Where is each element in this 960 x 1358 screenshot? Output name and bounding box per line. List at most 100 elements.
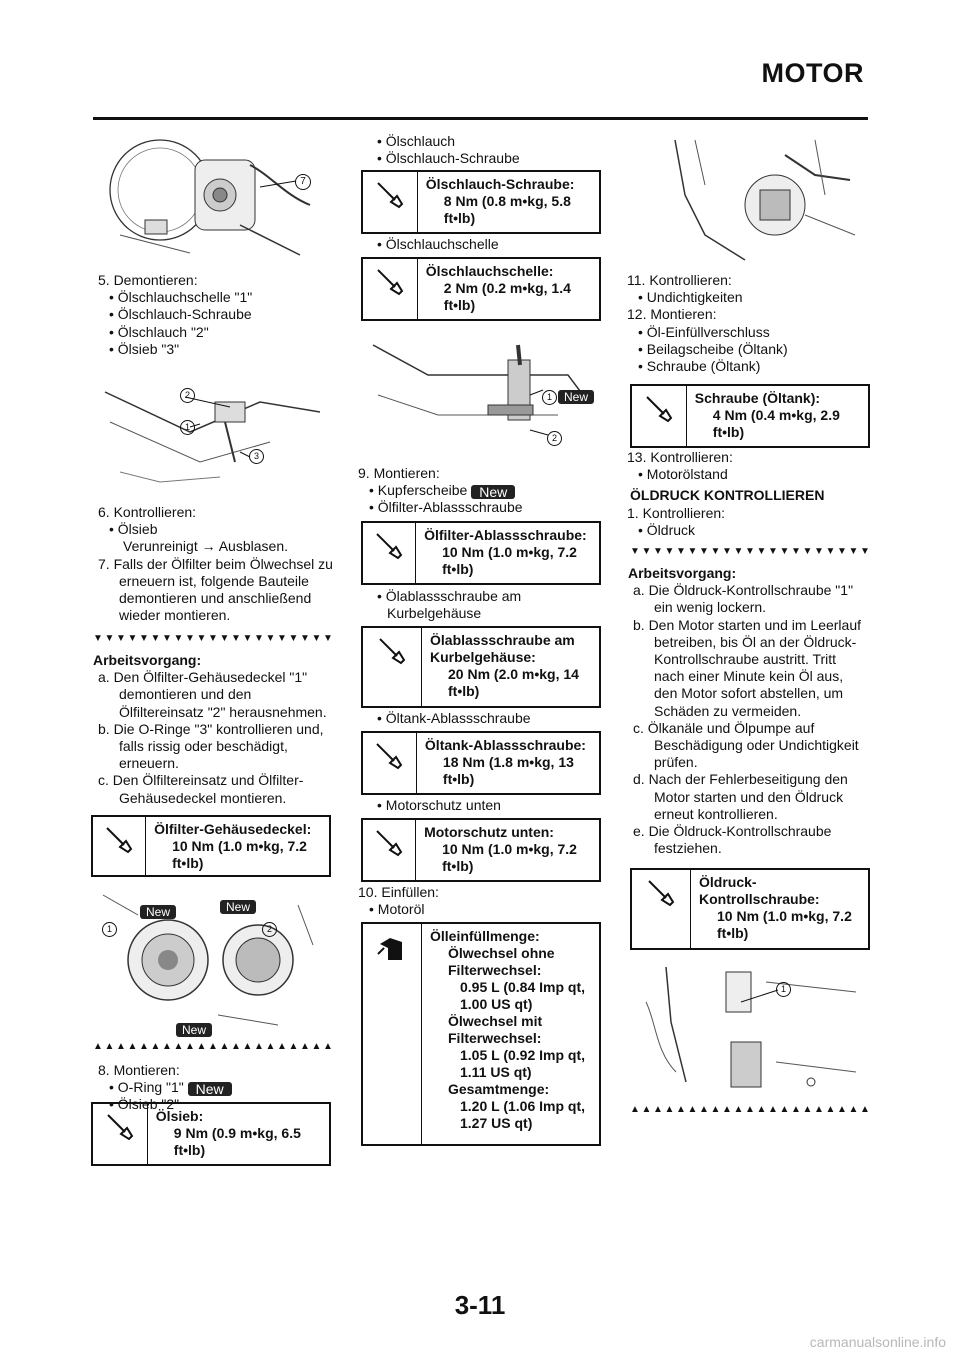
oil-strainer-figure bbox=[100, 372, 325, 492]
new-badge: New bbox=[187, 1081, 232, 1096]
new-badge: New bbox=[140, 903, 177, 921]
header-rule bbox=[93, 117, 868, 120]
torque-spec-box: Ölsieb:9 Nm (0.9 m•kg, 6.5 ft•lb) bbox=[91, 1102, 331, 1166]
list-item: • Ölschlauch bbox=[377, 133, 456, 149]
step-9: 9. Montieren: bbox=[358, 465, 440, 481]
list-item: • Ölschlauch-Schraube bbox=[377, 150, 520, 167]
col1-text-c: 8. Montieren: • O-Ring "1" New • Ölsieb … bbox=[93, 1062, 333, 1114]
callout-1: 1 bbox=[102, 922, 117, 937]
list-item: • Ölfilter-Ablassschraube bbox=[369, 499, 523, 516]
new-badge: New bbox=[220, 898, 257, 916]
list-item: • Ölsieb "3" bbox=[109, 340, 180, 357]
new-badge: New bbox=[558, 388, 595, 406]
list-item: • Ölschlauchschelle bbox=[377, 236, 499, 252]
section-heading: ÖLDRUCK KONTROLLIEREN bbox=[630, 487, 825, 504]
torque-wrench-icon bbox=[632, 386, 687, 446]
procedure-step: a. Die Öldruck-Kontrollschraube "1" ein … bbox=[633, 582, 854, 616]
step-6-note: Verunreinigt → Ausblasen. bbox=[123, 538, 288, 555]
callout-1: 1 bbox=[542, 390, 557, 405]
oil-filter-figure bbox=[98, 885, 323, 1035]
col2-text-a: • Ölschlauch • Ölschlauch-Schraube bbox=[361, 133, 601, 167]
list-item: • Ölsieb "2" bbox=[109, 1096, 180, 1113]
engine-figure-1 bbox=[100, 135, 320, 260]
torque-wrench-icon bbox=[93, 817, 147, 875]
col2-text-f: • Motorschutz unten bbox=[361, 797, 601, 814]
procedure-step: a. Den Ölfilter-Gehäusedeckel "1" demont… bbox=[98, 669, 327, 720]
col2-text-g: 10. Einfüllen: • Motoröl bbox=[353, 884, 603, 918]
callout-2: 2 bbox=[262, 922, 277, 937]
list-item: • Beilagscheibe (Öltank) bbox=[638, 340, 788, 357]
list-item: • Öltank-Ablassschraube bbox=[377, 710, 531, 726]
torque-spec-box: Öltank-Ablassschraube:18 Nm (1.8 m•kg, 1… bbox=[361, 731, 601, 795]
torque-spec-box: Ölablassschraube am Kurbelgehäuse:20 Nm … bbox=[361, 626, 601, 708]
page-title: MOTOR bbox=[761, 58, 864, 88]
step-7: 7. Falls der Ölfilter beim Ölwechsel zu … bbox=[98, 555, 333, 624]
list-item: • Motorschutz unten bbox=[377, 797, 501, 813]
list-item: • Öl-Einfüllverschluss bbox=[638, 323, 770, 340]
oil-pressure-figure bbox=[636, 962, 861, 1092]
torque-wrench-icon bbox=[632, 870, 691, 948]
procedure-step: b. Die O-Ringe "3" kontrollieren und, fa… bbox=[98, 720, 324, 772]
col3-text-b: 13. Kontrollieren: • Motorölstand ÖLDRUC… bbox=[622, 449, 872, 539]
callout-3: 3 bbox=[249, 449, 264, 464]
oil-capacity-box: Ölleinfüllmenge: Ölwechsel ohne Filterwe… bbox=[361, 922, 601, 1146]
step-11: 11. Kontrollieren: bbox=[627, 272, 732, 288]
callout-2: 2 bbox=[180, 388, 195, 403]
step-1: 1. Kontrollieren: bbox=[627, 504, 726, 521]
callout-2: 2 bbox=[547, 431, 562, 446]
torque-spec-box: Ölfilter-Gehäusedeckel:10 Nm (1.0 m•kg, … bbox=[91, 815, 331, 877]
step-13: 13. Kontrollieren: bbox=[627, 449, 733, 465]
list-item: • Öldruck bbox=[638, 521, 696, 538]
col1-text-a: 5. Demontieren: • Ölschlauchschelle "1" … bbox=[93, 272, 333, 358]
callout-7: 7 bbox=[295, 174, 311, 190]
arbeitsvorgang-label: Arbeitsvorgang: bbox=[628, 565, 737, 581]
torque-wrench-icon bbox=[363, 259, 418, 319]
procedure-step: b. Den Motor starten und im Leerlauf bet… bbox=[633, 616, 862, 719]
oil-tank-figure bbox=[665, 135, 860, 265]
torque-wrench-icon bbox=[363, 820, 417, 880]
torque-wrench-icon bbox=[363, 172, 418, 232]
procedure-start-marker: ▼▼▼▼▼▼▼▼▼▼▼▼▼▼▼▼▼▼▼▼▼▼▼▼▼▼▼▼▼ bbox=[93, 634, 331, 644]
list-item: • Schraube (Öltank) bbox=[638, 358, 761, 375]
torque-wrench-icon bbox=[93, 1104, 148, 1164]
list-item: • Motorölstand bbox=[638, 466, 728, 483]
step-10: 10. Einfüllen: bbox=[358, 884, 439, 900]
procedure-step: c. Ölkanäle und Ölpumpe auf Beschädigung… bbox=[633, 719, 859, 771]
drain-bolt-figure bbox=[368, 335, 593, 450]
step-8: 8. Montieren: bbox=[98, 1062, 180, 1078]
step-6: 6. Kontrollieren: bbox=[98, 504, 197, 520]
step-12: 12. Montieren: bbox=[627, 306, 717, 323]
torque-wrench-icon bbox=[363, 628, 422, 706]
torque-spec-box: Motorschutz unten:10 Nm (1.0 m•kg, 7.2 f… bbox=[361, 818, 601, 882]
oil-can-icon bbox=[363, 924, 422, 1144]
step-5: 5. Demontieren: bbox=[98, 272, 198, 288]
torque-spec-box: Öldruck-Kontrollschraube:10 Nm (1.0 m•kg… bbox=[630, 868, 870, 950]
list-item: • Motoröl bbox=[369, 901, 425, 918]
list-item: • Ölschlauch "2" bbox=[109, 323, 209, 340]
list-item: • Ölschlauch-Schraube bbox=[109, 306, 252, 323]
list-item: • Kupferscheibe New bbox=[353, 482, 603, 499]
procedure-step: d. Nach der Fehlerbeseitigung den Motor … bbox=[633, 771, 848, 822]
col3-procedure: Arbeitsvorgang: a. Die Öldruck-Kontrolls… bbox=[628, 565, 870, 857]
list-item: • O-Ring "1" New bbox=[93, 1079, 333, 1096]
callout-1: 1 bbox=[180, 420, 195, 435]
col3-text-a: 11. Kontrollieren: • Undichtigkeiten 12.… bbox=[622, 272, 872, 375]
torque-spec-box: Ölfilter-Ablassschraube:10 Nm (1.0 m•kg,… bbox=[361, 521, 601, 585]
list-item: • Ölsieb bbox=[109, 521, 158, 538]
list-item: • Undichtigkeiten bbox=[638, 289, 743, 306]
torque-spec-box: Ölschlauchschelle:2 Nm (0.2 m•kg, 1.4 ft… bbox=[361, 257, 601, 321]
col2-text-d: • Ölablassschraube am Kurbelgehäuse bbox=[361, 588, 596, 622]
col1-procedure: Arbeitsvorgang: a. Den Ölfilter-Gehäused… bbox=[93, 652, 333, 807]
new-badge: New bbox=[471, 484, 516, 499]
procedure-end-marker: ▲▲▲▲▲▲▲▲▲▲▲▲▲▲▲▲▲▲▲▲▲▲▲▲▲▲▲▲▲ bbox=[93, 1042, 331, 1052]
page-number: 3-11 bbox=[454, 1290, 506, 1320]
col2-text-c: 9. Montieren: • Kupferscheibe New • Ölfi… bbox=[353, 465, 603, 517]
torque-spec-box: Schraube (Öltank):4 Nm (0.4 m•kg, 2.9 ft… bbox=[630, 384, 870, 448]
arbeitsvorgang-label: Arbeitsvorgang: bbox=[93, 652, 202, 668]
procedure-start-marker: ▼▼▼▼▼▼▼▼▼▼▼▼▼▼▼▼▼▼▼▼▼▼▼▼▼▼▼▼▼ bbox=[630, 547, 868, 557]
procedure-step: e. Die Öldruck-Kontrollschraube festzieh… bbox=[633, 823, 832, 857]
procedure-end-marker: ▲▲▲▲▲▲▲▲▲▲▲▲▲▲▲▲▲▲▲▲▲▲▲▲▲▲▲▲▲ bbox=[630, 1105, 868, 1115]
col2-text-b: • Ölschlauchschelle bbox=[361, 236, 601, 253]
list-item: • Ölschlauchschelle "1" bbox=[109, 289, 253, 306]
torque-wrench-icon bbox=[363, 733, 417, 793]
